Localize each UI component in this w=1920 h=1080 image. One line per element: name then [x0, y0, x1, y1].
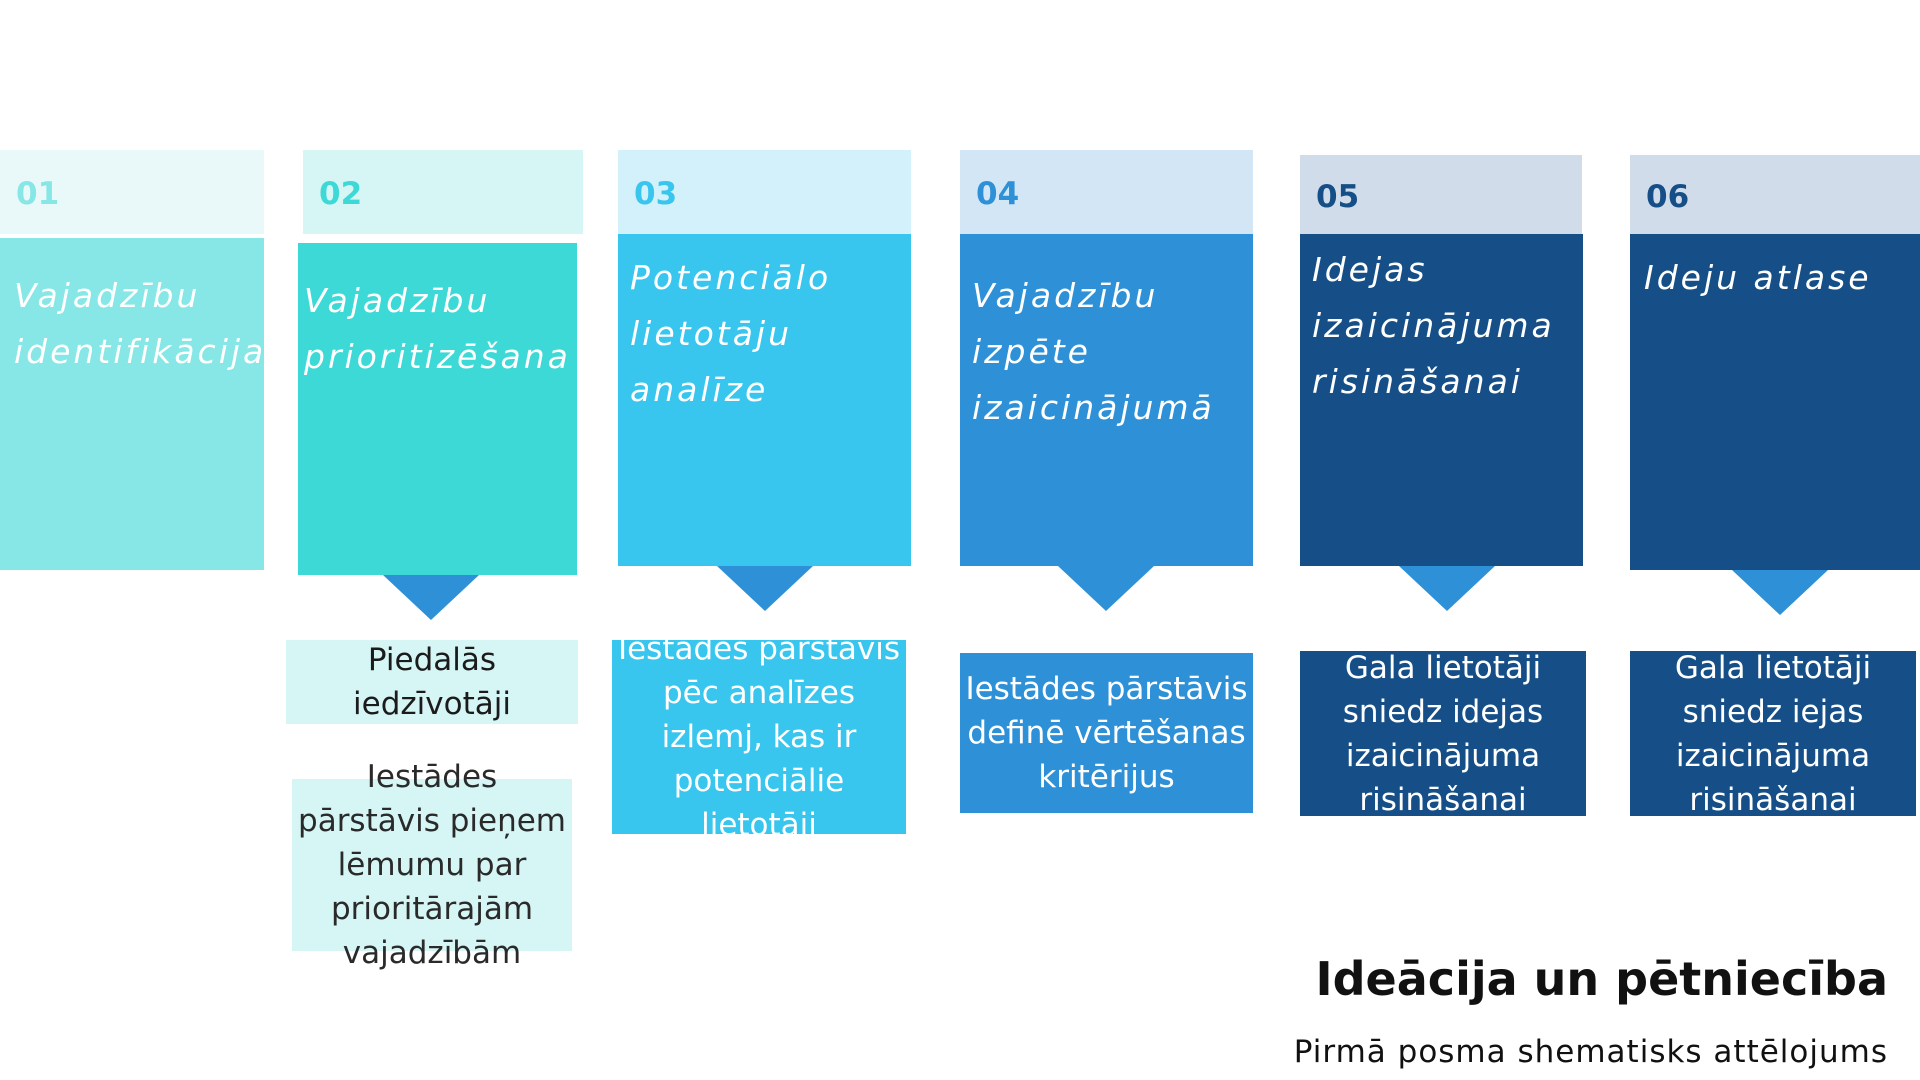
step-05-title: Idejas izaicinājuma risināšanai — [1300, 234, 1583, 566]
step-05-note: Gala lietotāji sniedz idejas izaicinājum… — [1300, 650, 1586, 818]
step-06-number: 06 — [1630, 155, 1920, 234]
diagram-subtitle: Pirmā posma shematisks attēlojums — [1293, 1034, 1888, 1070]
step-02-note-participants: Piedalās iedzīvotāji — [286, 640, 578, 724]
step-01-number: 01 — [0, 150, 264, 234]
step-04-number: 04 — [960, 150, 1253, 234]
diagram-title: Ideācija un pētniecība — [1315, 952, 1888, 1006]
step-06-note: Gala lietotāji sniedz iejas izaicinājuma… — [1630, 650, 1916, 818]
step-02-arrow — [383, 575, 479, 620]
step-04-title: Vajadzību izpēte izaicinājumā — [960, 234, 1253, 566]
step-02-note-decision: Iestādes pārstāvis pieņem lēmumu par pri… — [292, 759, 572, 971]
step-03-title: Potenciālo lietotāju analīze — [618, 234, 911, 566]
step-01-title: Vajadzību identifikācija — [0, 238, 264, 570]
step-02-title: Vajadzību prioritizēšana — [298, 243, 577, 575]
step-03-number: 03 — [618, 150, 911, 234]
step-06-title: Ideju atlase — [1630, 234, 1920, 570]
step-03-arrow — [717, 566, 813, 611]
step-06-arrow — [1732, 570, 1828, 615]
step-04-arrow — [1058, 566, 1154, 611]
step-04-note: Iestādes pārstāvis definē vērtēšanas kri… — [960, 653, 1253, 813]
step-05-number: 05 — [1300, 155, 1582, 234]
step-03-note: Iestādes pārstāvis pēc analīzes izlemj, … — [612, 631, 906, 843]
step-02-number: 02 — [303, 150, 583, 234]
step-05-arrow — [1399, 566, 1495, 611]
